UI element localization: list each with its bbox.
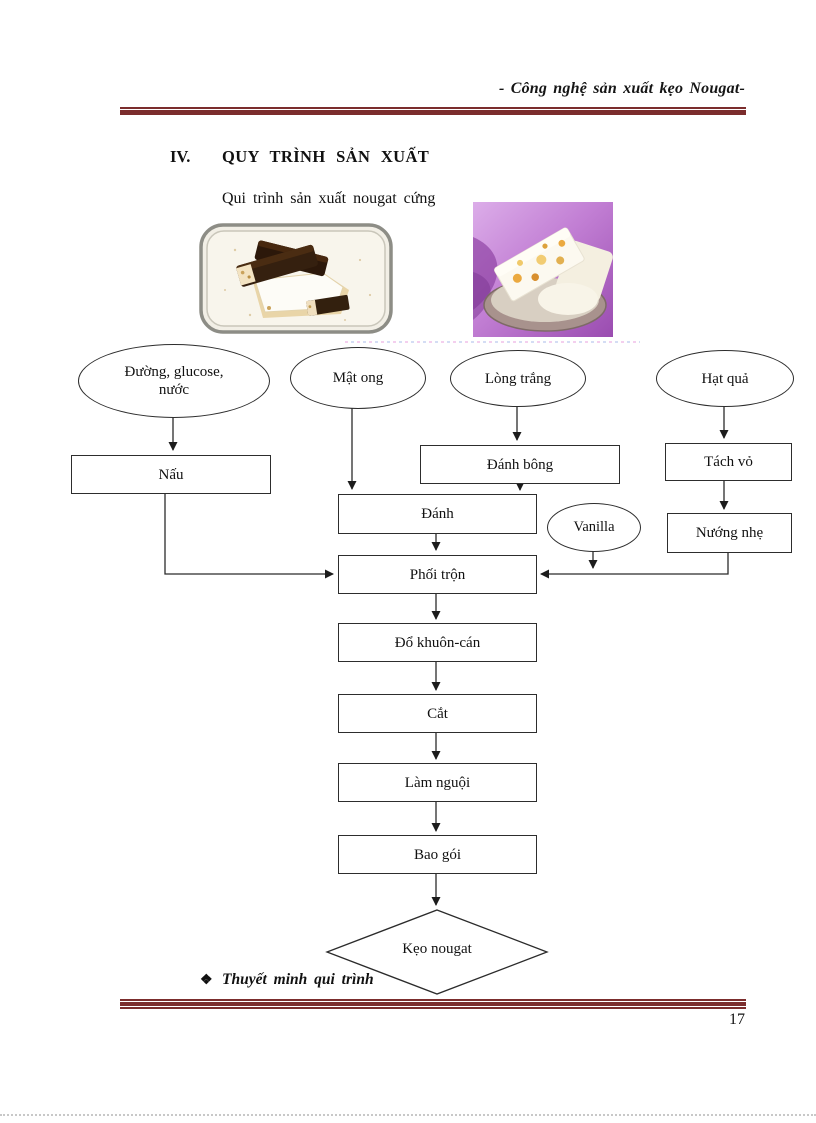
flow-box-mold-roll: Đổ khuôn-cán — [338, 623, 537, 662]
header-title: - Công nghệ sản xuất kẹo Nougat- — [499, 80, 745, 97]
chocolate-piece-small — [305, 294, 350, 317]
flow-label: nước — [158, 382, 190, 398]
flow-box-cut: Cắt — [338, 694, 537, 733]
flow-box-pack: Bao gói — [338, 835, 537, 874]
flow-label: Nướng nhẹ — [695, 525, 764, 541]
flow-label: Cắt — [427, 705, 448, 722]
flow-ellipse-vanilla: Vanilla — [547, 503, 641, 552]
flow-ellipse-honey: Mật ong — [290, 347, 426, 409]
flow-label: Nấu — [158, 466, 184, 483]
flow-box-light-roast: Nướng nhẹ — [667, 513, 792, 553]
process-note-text: Thuyết minh qui trình — [222, 971, 374, 988]
chocolate-bar-front — [236, 244, 318, 287]
flow-label: Đổ khuôn-cán — [394, 634, 481, 651]
diamond-bullet-icon: ❖ — [200, 973, 213, 988]
scan-artifact-line — [345, 341, 640, 343]
flow-box-beat: Đánh — [338, 494, 537, 534]
flow-label: Vanilla — [573, 518, 615, 535]
flow-box-mix: Phối trộn — [338, 555, 537, 594]
page-number: 17 — [729, 1011, 745, 1028]
rule-thin-line — [120, 1007, 746, 1009]
tray-illustration — [199, 223, 393, 334]
figure-caption: Qui trình sản xuất nougat cứng — [222, 190, 436, 207]
rule-thin-line — [120, 999, 746, 1001]
section-numeral: IV. — [170, 147, 191, 166]
flow-label: Làm nguội — [404, 774, 471, 791]
top-rule — [120, 107, 746, 115]
bottom-dotted-line — [0, 1114, 816, 1116]
flow-box-cool: Làm nguội — [338, 763, 537, 802]
flow-box-peel-shell: Tách vỏ — [665, 443, 792, 481]
flow-label: Đường, glucose, — [124, 364, 224, 380]
process-note: ❖ Thuyết minh qui trình — [200, 971, 374, 989]
nougat-photo-purple-plate — [473, 202, 613, 337]
nougat-block-main — [494, 227, 585, 302]
flow-label: Mật ong — [332, 370, 384, 386]
flow-ellipse-fruit-nuts: Hạt quả — [656, 350, 794, 407]
flow-label: Hạt quả — [701, 370, 749, 387]
flow-ellipse-sugar-glucose-water: Đường, glucose, nước — [78, 344, 270, 418]
rule-thick-line — [120, 1002, 746, 1006]
section-heading: IV. QUY TRÌNH SẢN XUẤT — [170, 147, 429, 167]
flow-label: Tách vỏ — [704, 454, 753, 470]
flow-label: Phối trộn — [409, 566, 466, 583]
section-title: QUY TRÌNH SẢN XUẤT — [222, 147, 430, 166]
flow-label: Lòng trắng — [484, 370, 552, 387]
flow-label: Bao gói — [413, 846, 462, 863]
flow-ellipse-egg-white: Lòng trắng — [450, 350, 586, 407]
flow-box-cook: Nấu — [71, 455, 271, 494]
nougat-photo-chocolate-tray — [195, 220, 397, 337]
flow-label: Đánh bông — [486, 456, 554, 473]
flow-box-whip: Đánh bông — [420, 445, 620, 484]
flow-label: Đánh — [421, 506, 454, 522]
rule-thin-line — [120, 107, 746, 109]
bottom-rule — [120, 999, 746, 1009]
rule-thick-line — [120, 110, 746, 115]
plate-illustration — [473, 202, 613, 337]
flow-diamond-product-label: Kẹo nougat — [402, 941, 472, 957]
